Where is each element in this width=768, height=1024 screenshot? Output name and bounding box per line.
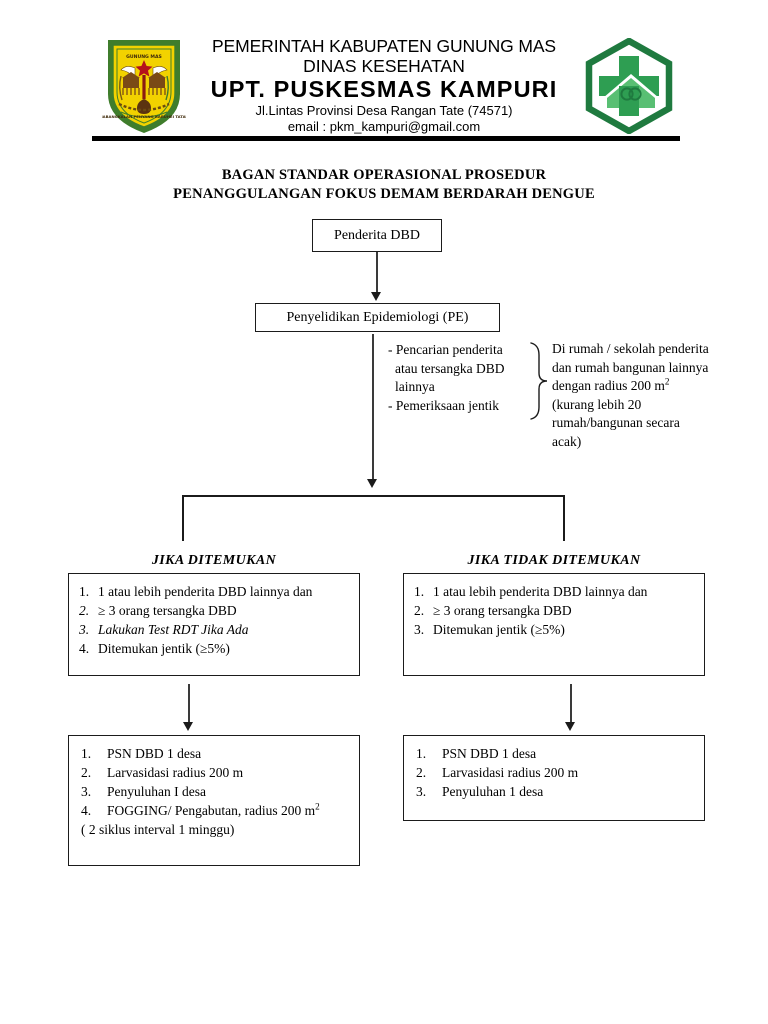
list-item-subline: ( 2 siklus interval 1 minggu) bbox=[69, 820, 359, 839]
arrowhead-right-condition-to-action bbox=[565, 722, 576, 731]
pe-activity-note: - Pencarian penderita atau tersangka DBD… bbox=[388, 341, 528, 415]
list-item-text: ≥ 3 orang tersangka DBD bbox=[98, 603, 237, 618]
list-item-number: 2. bbox=[79, 603, 90, 618]
connector-right-condition-to-action bbox=[570, 684, 572, 724]
svg-text:GUNUNG MAS: GUNUNG MAS bbox=[126, 54, 162, 60]
svg-text:HABANGKALAN PENYANG KARUHEI TA: HABANGKALAN PENYANG KARUHEI TATAU bbox=[102, 114, 186, 119]
page-title-line-1: BAGAN STANDAR OPERASIONAL PROSEDUR bbox=[221, 167, 547, 183]
arrowhead-pe-to-split bbox=[367, 479, 378, 488]
list-item-text: PSN DBD 1 desa bbox=[107, 746, 202, 761]
pe-activity-note-line-2: atau tersangka DBD bbox=[395, 360, 505, 376]
action-box-jika-ditemukan: 1. PSN DBD 1 desa 2. Larvasidasi radius … bbox=[68, 735, 360, 866]
list-item: 2. ≥ 3 orang tersangka DBD bbox=[69, 601, 359, 620]
list-item-text: 1 atau lebih penderita DBD lainnya dan bbox=[98, 584, 313, 599]
pe-activity-note-line-4: - Pemeriksaan jentik bbox=[388, 397, 499, 413]
flow-node-penderita-dbd: Penderita DBD bbox=[312, 219, 442, 252]
branch-heading-jika-ditemukan: JIKA DITEMUKAN bbox=[151, 553, 277, 568]
list-item-text: FOGGING/ Pengabutan, radius 200 m2 bbox=[107, 801, 320, 818]
split-bracket-horizontal bbox=[182, 495, 564, 497]
letterhead-line-department: DINAS KESEHATAN bbox=[303, 56, 465, 76]
list-item-text: Ditemukan jentik (≥5%) bbox=[433, 622, 565, 637]
list-item: 4. FOGGING/ Pengabutan, radius 200 m2 bbox=[69, 801, 359, 820]
list-item: 1. PSN DBD 1 desa bbox=[69, 744, 359, 763]
gunung-mas-regency-emblem-icon: GUNUNG MAS H bbox=[99, 36, 189, 136]
split-bracket-left-drop bbox=[182, 495, 184, 541]
list-item: 3. Lakukan Test RDT Jika Ada bbox=[69, 620, 359, 639]
action-list-right: 1. PSN DBD 1 desa 2. Larvasidasi radius … bbox=[404, 736, 704, 801]
condition-list-right: 1. 1 atau lebih penderita DBD lainnya da… bbox=[404, 574, 704, 639]
list-item: 1. PSN DBD 1 desa bbox=[404, 744, 704, 763]
list-item-number: 1. bbox=[416, 746, 427, 761]
list-item-number: 4. bbox=[79, 641, 90, 656]
list-item-text: Lakukan Test RDT Jika Ada bbox=[98, 622, 249, 637]
list-item-subline-text: ( 2 siklus interval 1 minggu) bbox=[81, 822, 235, 837]
pe-activity-note-line-1: - Pencarian penderita bbox=[388, 342, 503, 357]
list-item: 3. Penyuluhan 1 desa bbox=[404, 782, 704, 801]
list-item-number: 2. bbox=[416, 765, 427, 780]
connector-pe-to-split bbox=[372, 334, 374, 480]
pe-scope-note-line-5: rumah/bangunan secara bbox=[552, 415, 680, 430]
list-item-number: 3. bbox=[79, 622, 90, 637]
list-item-number: 3. bbox=[81, 784, 92, 799]
list-item-text: Larvasidasi radius 200 m bbox=[107, 765, 244, 780]
list-item: 1. 1 atau lebih penderita DBD lainnya da… bbox=[69, 582, 359, 601]
list-item-text: PSN DBD 1 desa bbox=[442, 746, 537, 761]
condition-box-jika-tidak-ditemukan: 1. 1 atau lebih penderita DBD lainnya da… bbox=[403, 573, 705, 676]
action-list-left: 1. PSN DBD 1 desa 2. Larvasidasi radius … bbox=[69, 736, 359, 839]
pe-scope-note-line-3: dengan radius 200 m2 bbox=[552, 376, 670, 393]
list-item-number: 2. bbox=[414, 603, 425, 618]
letterhead-text: PEMERINTAH KABUPATEN GUNUNG MAS DINAS KE… bbox=[188, 36, 580, 135]
list-item: 2. Larvasidasi radius 200 m bbox=[404, 763, 704, 782]
list-item: 1. 1 atau lebih penderita DBD lainnya da… bbox=[404, 582, 704, 601]
list-item-number: 1. bbox=[81, 746, 92, 761]
action-box-jika-tidak-ditemukan: 1. PSN DBD 1 desa 2. Larvasidasi radius … bbox=[403, 735, 705, 821]
list-item-number: 1. bbox=[79, 584, 90, 599]
pe-scope-note-line-6: acak) bbox=[552, 433, 582, 449]
letterhead-line-government: PEMERINTAH KABUPATEN GUNUNG MAS bbox=[211, 36, 557, 56]
letterhead: GUNUNG MAS H bbox=[92, 34, 680, 136]
flow-node-penyelidikan-epidemiologi: Penyelidikan Epidemiologi (PE) bbox=[255, 303, 500, 332]
connector-left-condition-to-action bbox=[188, 684, 190, 724]
list-item-number: 4. bbox=[81, 803, 92, 818]
list-item-number: 3. bbox=[416, 784, 427, 799]
split-bracket-right-drop bbox=[563, 495, 565, 541]
list-item-text: Penyuluhan I desa bbox=[107, 784, 206, 799]
pe-activity-note-line-3: lainnya bbox=[395, 379, 435, 394]
pe-scope-note-line-4: (kurang lebih 20 bbox=[552, 396, 642, 412]
pe-scope-note-line-2: dan rumah bangunan lainnya bbox=[552, 359, 709, 375]
page-title: BAGAN STANDAR OPERASIONAL PROSEDUR PENAN… bbox=[0, 166, 768, 204]
condition-box-jika-ditemukan: 1. 1 atau lebih penderita DBD lainnya da… bbox=[68, 573, 360, 676]
condition-list-left: 1. 1 atau lebih penderita DBD lainnya da… bbox=[69, 574, 359, 658]
letterhead-line-email: email : pkm_kampuri@gmail.com bbox=[287, 119, 481, 134]
connector-start-to-pe bbox=[376, 252, 378, 293]
list-item-text: 1 atau lebih penderita DBD lainnya dan bbox=[433, 584, 648, 599]
curly-brace-icon bbox=[528, 341, 550, 421]
pe-scope-note: Di rumah / sekolah penderita dan rumah b… bbox=[552, 340, 744, 451]
list-item: 2. ≥ 3 orang tersangka DBD bbox=[404, 601, 704, 620]
list-item: 3. Ditemukan jentik (≥5%) bbox=[404, 620, 704, 639]
list-item-number: 2. bbox=[81, 765, 92, 780]
branch-heading-jika-tidak-ditemukan: JIKA TIDAK DITEMUKAN bbox=[467, 553, 641, 568]
pe-scope-note-line-1: Di rumah / sekolah penderita bbox=[552, 341, 709, 356]
puskesmas-logo-icon bbox=[581, 37, 677, 135]
list-item-text: ≥ 3 orang tersangka DBD bbox=[433, 603, 572, 618]
list-item: 2. Larvasidasi radius 200 m bbox=[69, 763, 359, 782]
list-item-text: Penyuluhan 1 desa bbox=[442, 784, 544, 799]
page-title-line-2: PENANGGULANGAN FOKUS DEMAM BERDARAH DENG… bbox=[173, 186, 595, 202]
list-item: 4. Ditemukan jentik (≥5%) bbox=[69, 639, 359, 658]
arrowhead-left-condition-to-action bbox=[183, 722, 194, 731]
flow-node-pe-label: Penyelidikan Epidemiologi (PE) bbox=[286, 309, 469, 325]
flow-node-penderita-dbd-label: Penderita DBD bbox=[334, 227, 420, 243]
list-item-text: Ditemukan jentik (≥5%) bbox=[98, 641, 230, 656]
list-item: 3. Penyuluhan I desa bbox=[69, 782, 359, 801]
letterhead-line-address: Jl.Lintas Provinsi Desa Rangan Tate (745… bbox=[255, 103, 513, 118]
arrowhead-start-to-pe bbox=[371, 292, 382, 301]
letterhead-divider-rule bbox=[92, 136, 680, 141]
letterhead-line-unit: UPT. PUSKESMAS KAMPURI bbox=[210, 76, 558, 102]
list-item-number: 1. bbox=[414, 584, 425, 599]
list-item-text: Larvasidasi radius 200 m bbox=[442, 765, 579, 780]
list-item-number: 3. bbox=[414, 622, 425, 637]
